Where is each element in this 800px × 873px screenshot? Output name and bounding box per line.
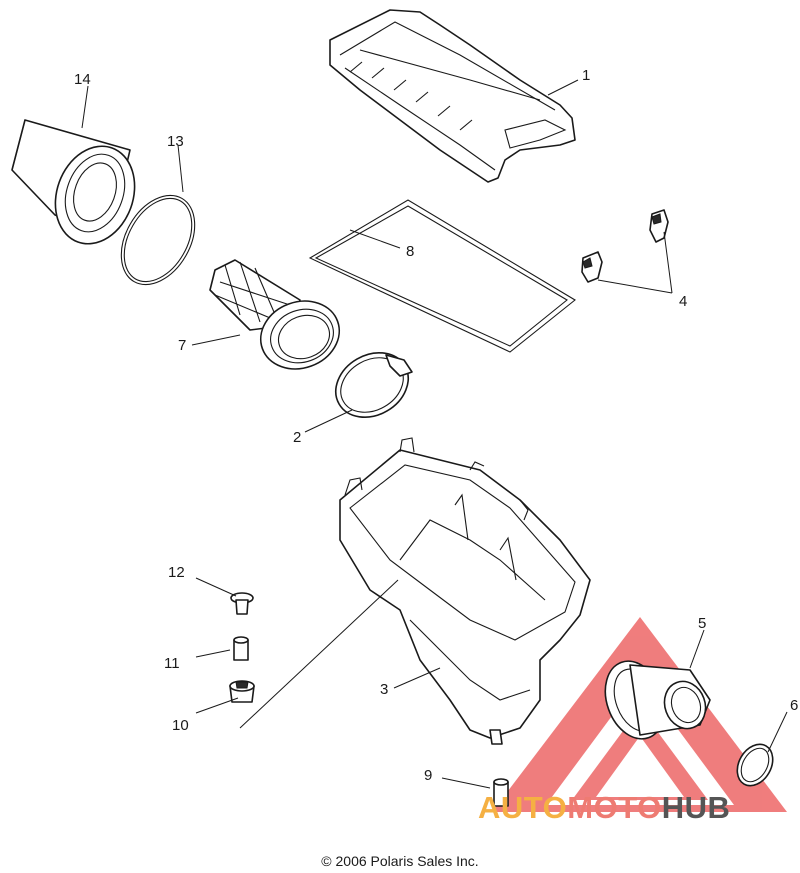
part-1-airbox-cover: [329, 9, 576, 183]
copyright-text: © 2006 Polaris Sales Inc.: [321, 853, 478, 869]
watermark-auto: AUTO: [478, 790, 567, 825]
part-13-o-ring: [120, 194, 196, 286]
callout-7: 7: [178, 337, 186, 354]
part-3-airbox-base: [339, 437, 591, 745]
callout-11: 11: [164, 655, 180, 672]
part-6-outlet-clamp: [736, 743, 774, 787]
part-7-filter-cage: [209, 259, 341, 370]
callout-1: 1: [582, 67, 590, 84]
callout-8: 8: [406, 243, 414, 260]
part-5-outlet-boot: [604, 660, 711, 740]
callout-13: 13: [167, 133, 184, 150]
callout-2: 2: [293, 429, 301, 446]
part-11-bushing: [233, 636, 249, 661]
part-10-grommet: [229, 680, 255, 703]
part-2-clamp: [335, 352, 413, 418]
part-14-air-filter: [11, 119, 136, 245]
callout-6: 6: [790, 697, 798, 714]
callout-4: 4: [679, 293, 687, 310]
callout-10: 10: [172, 717, 189, 734]
watermark-hub: HUB: [662, 790, 731, 825]
part-4-clips: [581, 209, 669, 283]
watermark-moto: MOTO: [567, 790, 661, 825]
part-8-gasket: [308, 199, 576, 353]
callout-12: 12: [168, 564, 185, 581]
part-12-screw: [230, 592, 254, 615]
callout-9: 9: [424, 767, 432, 784]
leader-lines: [81, 79, 788, 789]
part-9-drain-valve: [493, 778, 509, 807]
callout-5: 5: [698, 615, 706, 632]
watermark-text: AUTOMOTOHUB: [478, 790, 730, 825]
callout-3: 3: [380, 681, 388, 698]
callout-14: 14: [74, 71, 91, 88]
